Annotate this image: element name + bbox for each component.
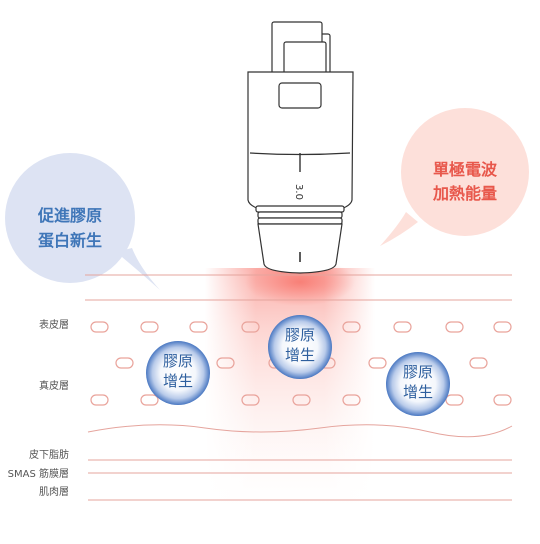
label-smas: SMAS 筋膜層 <box>8 467 69 480</box>
label-muscle: 肌肉層 <box>39 485 69 498</box>
skin-layer-lines <box>85 274 513 501</box>
heat-beam <box>205 258 375 508</box>
device-tip <box>257 223 343 274</box>
fat-boundary-line <box>87 424 513 438</box>
collagen-ball-2-line1: 膠原 <box>285 326 315 344</box>
layer-labels: 表皮層 真皮層 皮下脂肪 SMAS 筋膜層 肌肉層 <box>8 318 69 498</box>
label-epidermis: 表皮層 <box>39 318 69 331</box>
device-scale-label: 3.0 <box>293 184 304 200</box>
collagen-ball-3-line1: 膠原 <box>403 363 433 381</box>
label-subcutaneous-fat: 皮下脂肪 <box>29 448 69 461</box>
collagen-ball-3: 膠原 增生 <box>386 352 450 416</box>
left-speech-bubble: 促進膠原 蛋白新生 <box>5 153 160 290</box>
rf-device: 3.0 <box>247 21 354 274</box>
right-bubble-line2: 加熱能量 <box>432 184 497 203</box>
right-speech-bubble: 單極電波 加熱能量 <box>380 108 529 246</box>
right-bubble-line1: 單極電波 <box>433 160 498 179</box>
left-bubble-line2: 蛋白新生 <box>38 231 102 250</box>
collagen-ball-2-line2: 增生 <box>285 346 315 364</box>
collagen-ball-1-line2: 增生 <box>163 372 193 390</box>
left-bubble-line1: 促進膠原 <box>37 206 102 225</box>
collagen-ball-1: 膠原 增生 <box>146 341 210 405</box>
collagen-ball-1-line1: 膠原 <box>163 352 193 370</box>
device-window <box>278 82 322 109</box>
label-dermis: 真皮層 <box>39 379 69 392</box>
collagen-ball-3-line2: 增生 <box>403 383 433 401</box>
dermis-cells <box>90 321 512 406</box>
collagen-ball-2: 膠原 增生 <box>268 315 332 379</box>
